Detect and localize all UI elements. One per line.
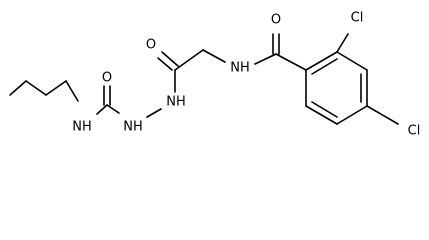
bond-cl-para [366, 105, 399, 125]
ring-double-3 [311, 101, 338, 118]
atom-nh-hydrazide-1: NH [123, 120, 143, 135]
atom-o-hydrazide: O [146, 38, 156, 53]
bond-cl-ortho [336, 33, 349, 53]
bond-butyl-2 [25, 80, 47, 96]
ring-bond-1 [305, 51, 338, 71]
bond-hydrazide-co-a [157, 57, 173, 71]
atom-cl-para: Cl [408, 124, 421, 139]
bond-hydrazide-nn [146, 108, 162, 118]
atom-o-urea: O [102, 71, 112, 86]
atom-nh-butyl: NH [72, 120, 92, 135]
bond-butyl-1 [9, 80, 27, 96]
bond-urea-nh [106, 104, 120, 114]
atom-o-amide: O [271, 13, 281, 28]
ring-double-1 [311, 58, 338, 75]
bond-butyl-4 [65, 80, 79, 102]
ring-bond-5 [305, 105, 338, 125]
bond-nh-carbonyl-urea [96, 104, 108, 115]
bond-butyl-3 [45, 80, 67, 96]
bond-hydrazide-co-b [161, 51, 179, 67]
ring-bond-2 [336, 51, 368, 71]
bond-ch2-nh [202, 49, 226, 63]
atom-cl-ortho: Cl [351, 11, 364, 26]
atom-nh-hydrazide-2: NH [166, 95, 186, 110]
bond-amide-nh-c [254, 53, 277, 65]
bond-amide-c-ring [275, 53, 307, 71]
molecule-diagram: O NH NH NH O NH O Cl Cl [9, 11, 421, 139]
structure-canvas: O NH NH NH O NH O Cl Cl [9, 11, 421, 139]
atom-nh-amide: NH [230, 61, 250, 76]
bond-c-ch2 [174, 49, 204, 71]
ring-bond-4 [336, 105, 368, 125]
